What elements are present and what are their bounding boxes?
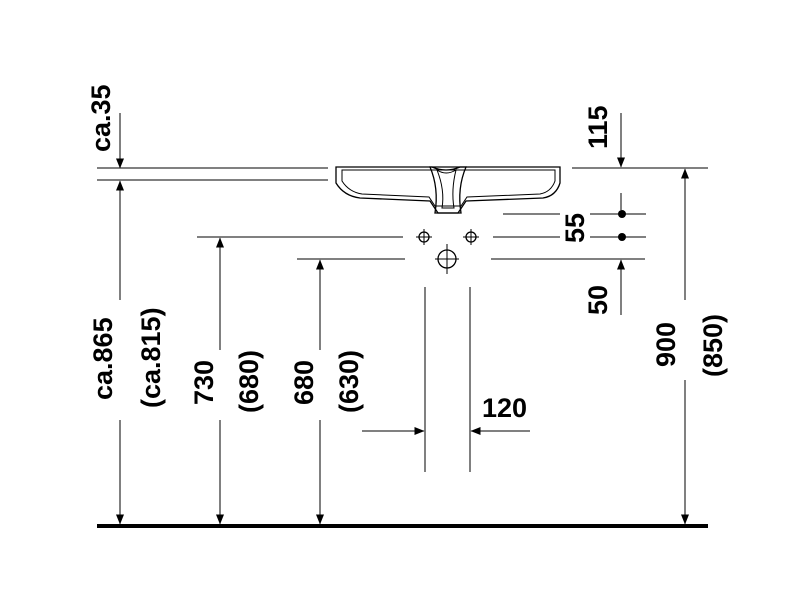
top-reference-lines — [97, 167, 328, 181]
dim-55: 55 — [560, 213, 590, 243]
dim-900: 900 — [651, 322, 681, 367]
dim-680: 680 — [289, 360, 319, 405]
dimension-dot-lower — [618, 233, 626, 241]
dimension-dot-upper — [618, 210, 626, 218]
floor-line — [97, 524, 708, 528]
washbasin-outline — [335, 166, 561, 214]
dim-ca35: ca.35 — [86, 84, 116, 152]
dim-850: (850) — [698, 314, 728, 377]
waste-pipe — [424, 287, 471, 472]
dim-115: 115 — [583, 105, 613, 149]
dim-ca865: ca.865 — [88, 317, 118, 400]
dimension-lines — [116, 113, 689, 525]
dim-630: (630) — [334, 350, 364, 413]
dim-680-alt: (680) — [234, 350, 264, 413]
dim-730: 730 — [189, 360, 219, 405]
dim-50: 50 — [583, 285, 613, 315]
tap-connections — [416, 229, 479, 274]
dim-ca815: (ca.815) — [136, 307, 166, 408]
dimension-labels: ca.35 ca.865 (ca.815) 730 (680) 680 (630… — [86, 84, 728, 423]
dim-120: 120 — [482, 393, 527, 423]
